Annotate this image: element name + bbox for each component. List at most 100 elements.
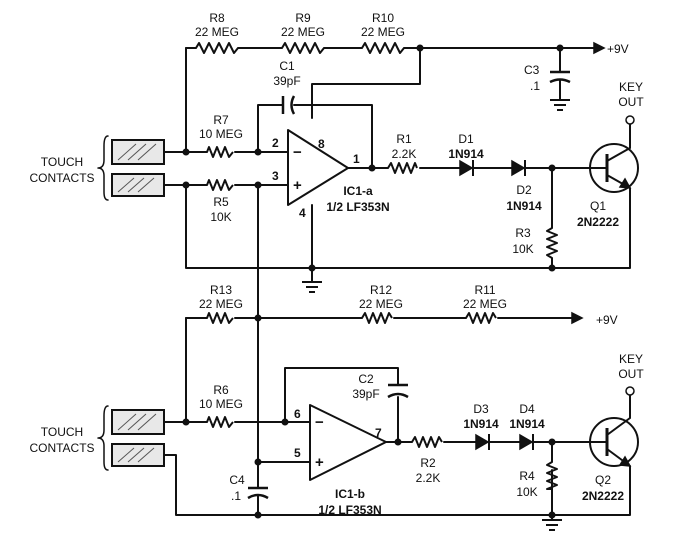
label-d2: D2 (516, 183, 532, 197)
label-q1: Q1 (590, 199, 606, 213)
resistor-r9 (281, 42, 325, 54)
resistor-r11 (465, 312, 497, 324)
value-r10: 22 MEG (361, 25, 405, 39)
touch-pads-bottom (97, 405, 165, 471)
pin-6: 6 (294, 407, 301, 421)
label-r2: R2 (420, 456, 436, 470)
label-vcc-mid: +9V (596, 313, 618, 327)
pin-8: 8 (318, 137, 325, 151)
pin-3: 3 (272, 169, 279, 183)
terminals (559, 41, 635, 396)
value-r6: 10 MEG (199, 397, 243, 411)
label-key-out-1a: KEY (619, 80, 643, 94)
label-touch-2b: CONTACTS (29, 441, 94, 455)
resistor-r4 (546, 461, 558, 490)
label-r11: R11 (474, 283, 495, 297)
value-r1: 2.2K (392, 147, 417, 161)
terminal-key-out-2 (625, 386, 635, 396)
label-r13: R13 (210, 283, 232, 297)
label-ic1a: IC1-a (343, 184, 373, 198)
capacitor-c2 (387, 383, 409, 399)
value-r5: 10K (210, 210, 231, 224)
value-r11: 22 MEG (463, 297, 507, 311)
terminal-key-out-1 (625, 115, 635, 125)
label-key-out-2a: KEY (619, 352, 643, 366)
label-r8: R8 (209, 11, 225, 25)
touch-pads-top (97, 135, 165, 201)
diode-d3 (475, 433, 490, 451)
value-c2: 39pF (352, 387, 379, 401)
label-c3: C3 (524, 63, 540, 77)
resistor-r8 (195, 42, 239, 54)
resistor-r5 (206, 179, 234, 191)
part-ic1b: 1/2 LF353N (318, 503, 381, 517)
label-d4: D4 (519, 402, 535, 416)
label-vcc-top: +9V (607, 42, 629, 56)
resistors (195, 42, 558, 490)
svg-text:+: + (315, 454, 324, 471)
value-d2: 1N914 (506, 199, 542, 213)
bottom-wires (163, 317, 631, 521)
label-r6: R6 (213, 383, 229, 397)
capacitor-c4 (247, 486, 269, 500)
resistor-r6 (206, 416, 234, 428)
ground-symbols (302, 99, 570, 531)
opamp-ic1b (309, 404, 387, 481)
diode-d4 (519, 433, 534, 451)
arrow-vcc-mid (571, 311, 584, 325)
label-r7: R7 (213, 113, 229, 127)
label-ic1b: IC1-b (335, 487, 365, 501)
label-r3: R3 (515, 226, 531, 240)
diode-d2 (511, 159, 526, 177)
label-touch-1b: CONTACTS (29, 171, 94, 185)
value-r2: 2.2K (416, 471, 441, 485)
label-c2: C2 (358, 372, 374, 386)
label-touch-1a: TOUCH (41, 155, 83, 169)
resistor-r7 (206, 146, 234, 158)
junction-dots (182, 44, 564, 519)
label-d3: D3 (473, 402, 489, 416)
value-c4: .1 (231, 489, 241, 503)
capacitor-c3 (549, 70, 571, 84)
value-c1: 39pF (273, 74, 300, 88)
capacitor-c1 (281, 95, 296, 115)
label-d1: D1 (458, 132, 474, 146)
label-r9: R9 (295, 11, 311, 25)
transistor-q1 (589, 143, 639, 193)
resistor-r12 (361, 312, 393, 324)
value-d3: 1N914 (463, 417, 499, 431)
arrow-vcc-top (593, 41, 606, 55)
label-q2: Q2 (595, 473, 611, 487)
value-d4: 1N914 (509, 417, 545, 431)
svg-text:−: − (315, 414, 324, 431)
label-c4: C4 (229, 473, 245, 487)
label-key-out-1b: OUT (618, 95, 644, 109)
label-r12: R12 (370, 283, 392, 297)
value-d1: 1N914 (448, 147, 484, 161)
value-r13: 22 MEG (199, 297, 243, 311)
label-r10: R10 (372, 11, 394, 25)
opamp-signs: − + − + (293, 144, 324, 471)
part-ic1a: 1/2 LF353N (326, 200, 389, 214)
opamp-ic1a (287, 129, 349, 206)
label-r4: R4 (519, 469, 535, 483)
value-q2: 2N2222 (582, 489, 624, 503)
transistor-q2 (551, 417, 639, 516)
svg-text:+: + (293, 177, 302, 194)
diodes (459, 159, 534, 451)
value-c3: .1 (530, 79, 540, 93)
value-r7: 10 MEG (199, 127, 243, 141)
pin-2: 2 (272, 136, 279, 150)
label-r5: R5 (213, 195, 229, 209)
pin-4: 4 (299, 206, 306, 220)
resistor-r2 (411, 436, 443, 448)
pin-1: 1 (353, 152, 360, 166)
pin-7: 7 (375, 426, 382, 440)
value-r9: 22 MEG (281, 25, 325, 39)
value-r3: 10K (512, 242, 533, 256)
svg-text:−: − (293, 144, 302, 161)
ground-q2 (542, 519, 562, 531)
label-c1: C1 (279, 59, 295, 73)
ground-c3 (550, 99, 570, 111)
label-key-out-2b: OUT (618, 367, 644, 381)
